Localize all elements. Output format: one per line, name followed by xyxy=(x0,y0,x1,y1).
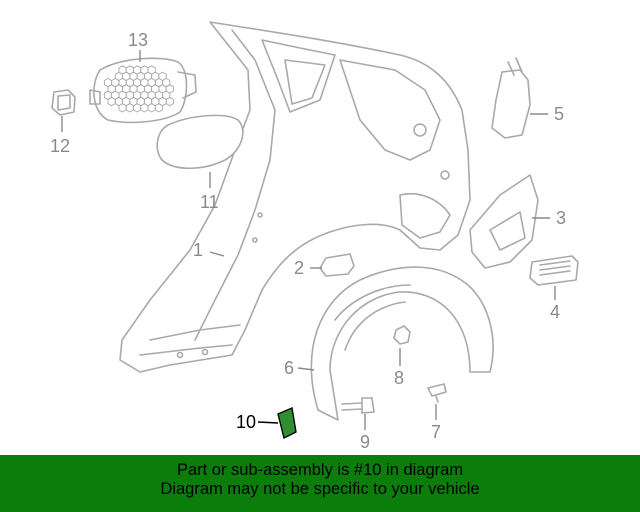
callout-9: 9 xyxy=(360,432,370,452)
clip-illustration xyxy=(427,383,447,403)
callout-2: 2 xyxy=(294,258,304,278)
banner-line-2: Diagram may not be specific to your vehi… xyxy=(160,480,480,498)
callout-3: 3 xyxy=(556,208,566,228)
callout-1: 1 xyxy=(193,240,203,260)
part-10-highlighted-illustration xyxy=(277,407,297,440)
bolt-illustration xyxy=(341,397,375,414)
callout-10: 10 xyxy=(236,412,256,432)
callout-12: 12 xyxy=(50,136,70,156)
reinforcement-illustration xyxy=(469,174,539,269)
wheel-liner-illustration xyxy=(310,266,494,421)
vent-illustration xyxy=(529,255,579,286)
info-banner: Part or sub-assembly is #10 in diagram D… xyxy=(0,455,640,512)
parts-diagram: 13 12 11 1 2 5 3 4 6 8 9 7 10 xyxy=(50,21,579,452)
honeycomb-cell xyxy=(165,96,174,107)
callout-7: 7 xyxy=(431,422,441,442)
callout-5: 5 xyxy=(554,104,564,124)
leader-lines xyxy=(61,50,556,430)
callout-13: 13 xyxy=(128,30,148,50)
honeycomb-cell xyxy=(154,103,164,113)
banner-line-1: Part or sub-assembly is #10 in diagram xyxy=(176,461,464,479)
callout-8: 8 xyxy=(394,368,404,388)
nut-illustration xyxy=(393,325,411,345)
callout-4: 4 xyxy=(550,302,560,322)
callout-11: 11 xyxy=(200,192,219,212)
fuel-door-illustration xyxy=(156,114,244,170)
quarter-panel-illustration xyxy=(119,21,471,373)
fuel-housing-illustration xyxy=(89,57,197,124)
bracket-illustration xyxy=(491,57,531,139)
grommet-illustration xyxy=(319,253,355,277)
fuel-lock-illustration xyxy=(51,89,76,116)
callout-6: 6 xyxy=(284,358,294,378)
